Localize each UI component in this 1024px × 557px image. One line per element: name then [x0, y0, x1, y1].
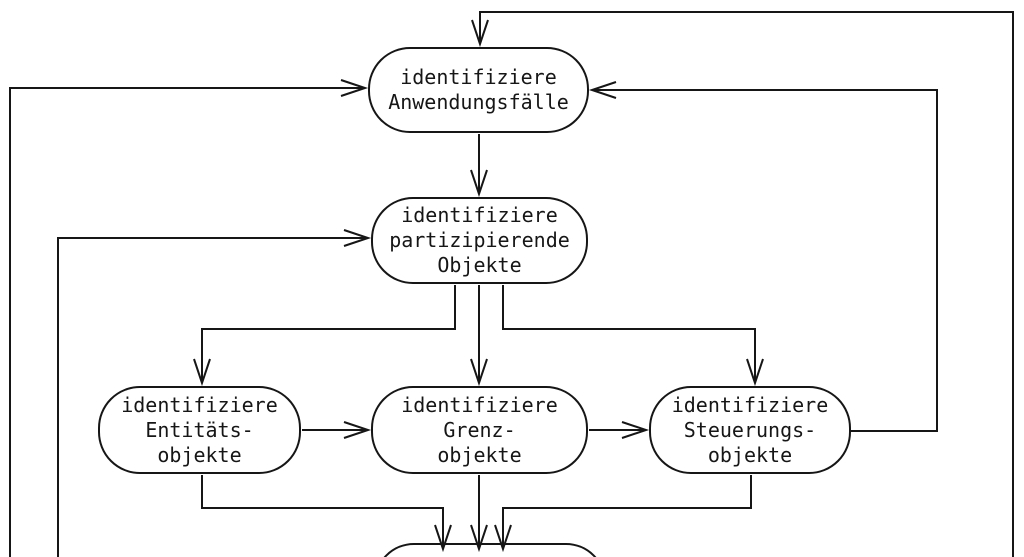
node-label-line: objekte [437, 442, 522, 467]
edge-feedback-left-outer-to-anwendungsfaelle [9, 79, 369, 557]
node-label-line: identifiziere [401, 203, 558, 227]
node-label-line: Grenz- [443, 417, 516, 442]
edge-partizipierende-to-entitaetsobjekte [193, 285, 456, 387]
node-label-line: Anwendungsfälle [388, 90, 569, 114]
node-label-line: partizipierende [389, 228, 570, 252]
edge-partizipierende-to-steuerungsobjekte [502, 285, 764, 387]
node-label-line: objekte [157, 442, 242, 467]
edge-steuerungsobjekte-to-anwendungsfaelle [588, 81, 938, 432]
node-label-line: identifiziere [401, 392, 558, 417]
node-label-line: Steuerungs- [683, 417, 817, 442]
node-label-line: identifiziere [121, 392, 278, 417]
node-label-line: Objekte [437, 253, 522, 277]
node-identifiziere-entitaetsobjekte: identifiziere Entitäts- objekte [98, 386, 301, 474]
node-bottom-partial [374, 543, 606, 557]
node-identifiziere-steuerungsobjekte: identifiziere Steuerungs- objekte [649, 386, 851, 474]
node-identifiziere-partizipierende-objekte: identifiziere partizipierende Objekte [371, 197, 588, 284]
node-label-line: identifiziere [671, 392, 829, 417]
node-label-line: objekte [707, 442, 793, 467]
node-label-line: identifiziere [400, 65, 557, 89]
edge-entitaetsobjekte-to-bottom [201, 475, 452, 553]
node-label-line: Entitäts- [145, 417, 254, 442]
edge-steuerungsobjekte-to-bottom [494, 475, 752, 553]
node-identifiziere-grenzobjekte: identifiziere Grenz- objekte [371, 386, 588, 474]
node-identifiziere-anwendungsfaelle: identifiziere Anwendungsfälle [368, 47, 589, 133]
